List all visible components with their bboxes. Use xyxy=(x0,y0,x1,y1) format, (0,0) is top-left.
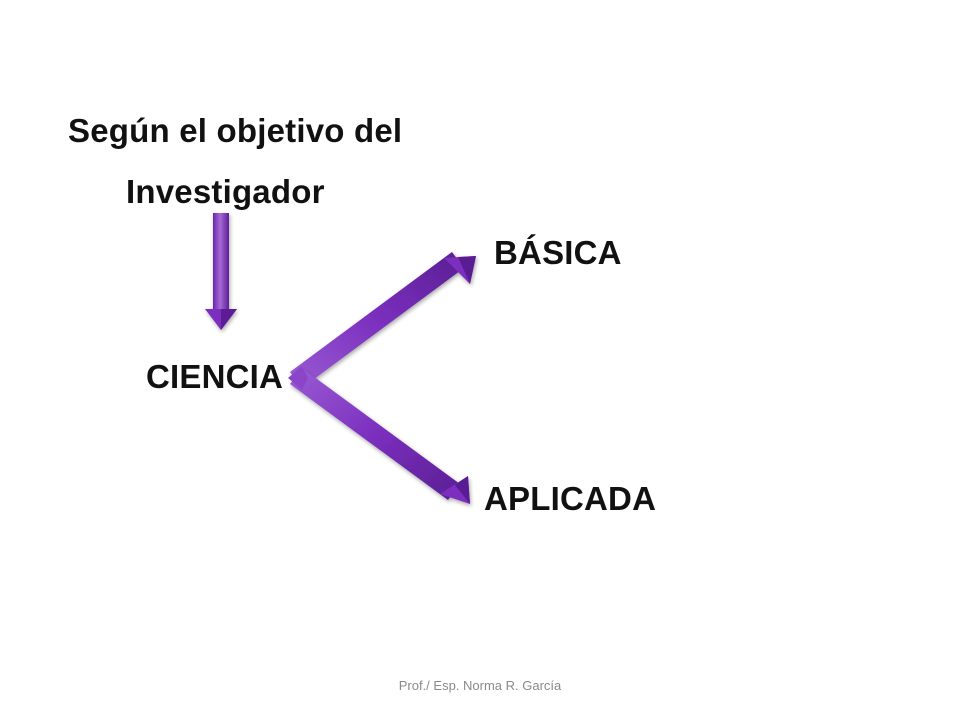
node-aplicada: APLICADA xyxy=(484,480,657,517)
node-ciencia: CIENCIA xyxy=(146,358,284,395)
footer-author: Prof./ Esp. Norma R. García xyxy=(398,678,562,693)
title-line-2: Investigador xyxy=(126,173,325,210)
junction-node xyxy=(288,366,308,390)
down-arrow xyxy=(205,213,237,330)
arrow-to-aplicada xyxy=(290,368,470,504)
arrow-to-basica xyxy=(290,252,476,388)
node-basica: BÁSICA xyxy=(494,234,622,271)
title-line-1: Según el objetivo del xyxy=(68,112,403,149)
